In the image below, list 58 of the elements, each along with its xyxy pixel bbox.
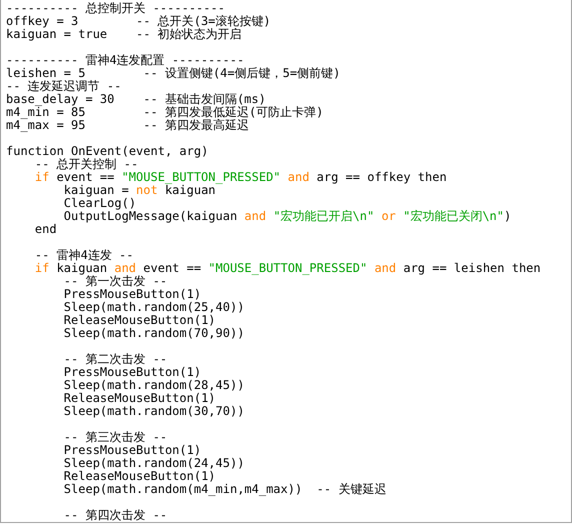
keyword: and bbox=[114, 262, 136, 275]
code-text: ) bbox=[504, 210, 512, 223]
code-text: Sleep(math.random(28,45)) bbox=[64, 379, 244, 392]
code-text: offkey = 3 bbox=[6, 15, 78, 28]
code-text: PressMouseButton(1) bbox=[64, 444, 202, 457]
code-text: kaiguan bbox=[56, 262, 108, 275]
code-comment: -- 连发延迟调节 -- bbox=[6, 80, 122, 93]
code-text: PressMouseButton(1) bbox=[64, 288, 202, 301]
code-comment: -- 初始状态为开启 bbox=[136, 28, 242, 41]
code-comment: -- 总开关控制 -- bbox=[34, 158, 138, 171]
code-comment: -- 基础击发间隔(ms) bbox=[143, 93, 266, 106]
keyword: not bbox=[136, 184, 158, 197]
keyword: if bbox=[34, 171, 50, 184]
code-text: Sleep(math.random(30,70)) bbox=[64, 405, 244, 418]
code-comment: -- 第二次击发 -- bbox=[64, 353, 168, 366]
code-text: leishen = 5 bbox=[6, 67, 86, 80]
code-text: event == bbox=[143, 262, 202, 275]
code-text: arg == leishen then bbox=[403, 262, 541, 275]
code-comment: -- 第四次击发 -- bbox=[64, 509, 168, 522]
keyword: and bbox=[244, 210, 266, 223]
code-comment: -- 第四发最高延迟 bbox=[143, 119, 249, 132]
code-text: ReleaseMouseButton(1) bbox=[64, 470, 216, 483]
keyword: and bbox=[374, 262, 396, 275]
code-text: arg == offkey then bbox=[316, 171, 447, 184]
code-text: Sleep(math.random(25,40)) bbox=[64, 301, 244, 314]
code-text: kaiguan bbox=[164, 184, 216, 197]
code-text: ReleaseMouseButton(1) bbox=[64, 314, 216, 327]
code-comment: -- 关键延迟 bbox=[316, 483, 386, 496]
code-comment: -- 第四发最低延迟(可防止卡弹) bbox=[143, 106, 324, 119]
string-literal: "MOUSE_BUTTON_PRESSED" bbox=[208, 262, 368, 275]
code-text: Sleep(math.random(24,45)) bbox=[64, 457, 244, 470]
code-comment: -- 雷神4连发 -- bbox=[34, 249, 134, 262]
string-literal: "宏功能已开启\n" bbox=[273, 210, 374, 223]
keyword: or bbox=[381, 210, 396, 223]
string-literal: "宏功能已关闭\n" bbox=[403, 210, 504, 223]
code-text: function OnEvent(event, arg) bbox=[6, 145, 208, 158]
code-text: m4_max = 95 bbox=[6, 119, 86, 132]
code-comment: -- 总开关(3=滚轮按键) bbox=[136, 15, 271, 28]
code-text: kaiguan = bbox=[64, 184, 129, 197]
code-text: base_delay = 30 bbox=[6, 93, 114, 106]
code-text: Sleep(math.random(m4_min,m4_max)) bbox=[64, 483, 302, 496]
code-text: ReleaseMouseButton(1) bbox=[64, 392, 216, 405]
code-text: end bbox=[34, 223, 57, 236]
code-comment: -- 第三次击发 -- bbox=[64, 431, 168, 444]
code-comment: -- 第一次击发 -- bbox=[64, 275, 168, 288]
code-comment: ---------- 总控制开关 ---------- bbox=[6, 2, 225, 15]
code-text: event == bbox=[56, 171, 114, 184]
code-text: OutputLogMessage(kaiguan bbox=[64, 210, 238, 223]
keyword: and bbox=[288, 171, 310, 184]
code-text: m4_min = 85 bbox=[6, 106, 86, 119]
code-comment: -- 设置侧键(4=侧后键，5=侧前键) bbox=[143, 67, 340, 80]
code-text: Sleep(math.random(70,90)) bbox=[64, 327, 244, 340]
code-text: ClearLog() bbox=[64, 197, 136, 210]
code-text: kaiguan = true bbox=[6, 28, 108, 41]
string-literal: "MOUSE_BUTTON_PRESSED" bbox=[122, 171, 281, 184]
code-text: PressMouseButton(1) bbox=[64, 366, 202, 379]
keyword: if bbox=[34, 262, 50, 275]
code-comment: ---------- 雷神4连发配置 ---------- bbox=[6, 54, 244, 67]
